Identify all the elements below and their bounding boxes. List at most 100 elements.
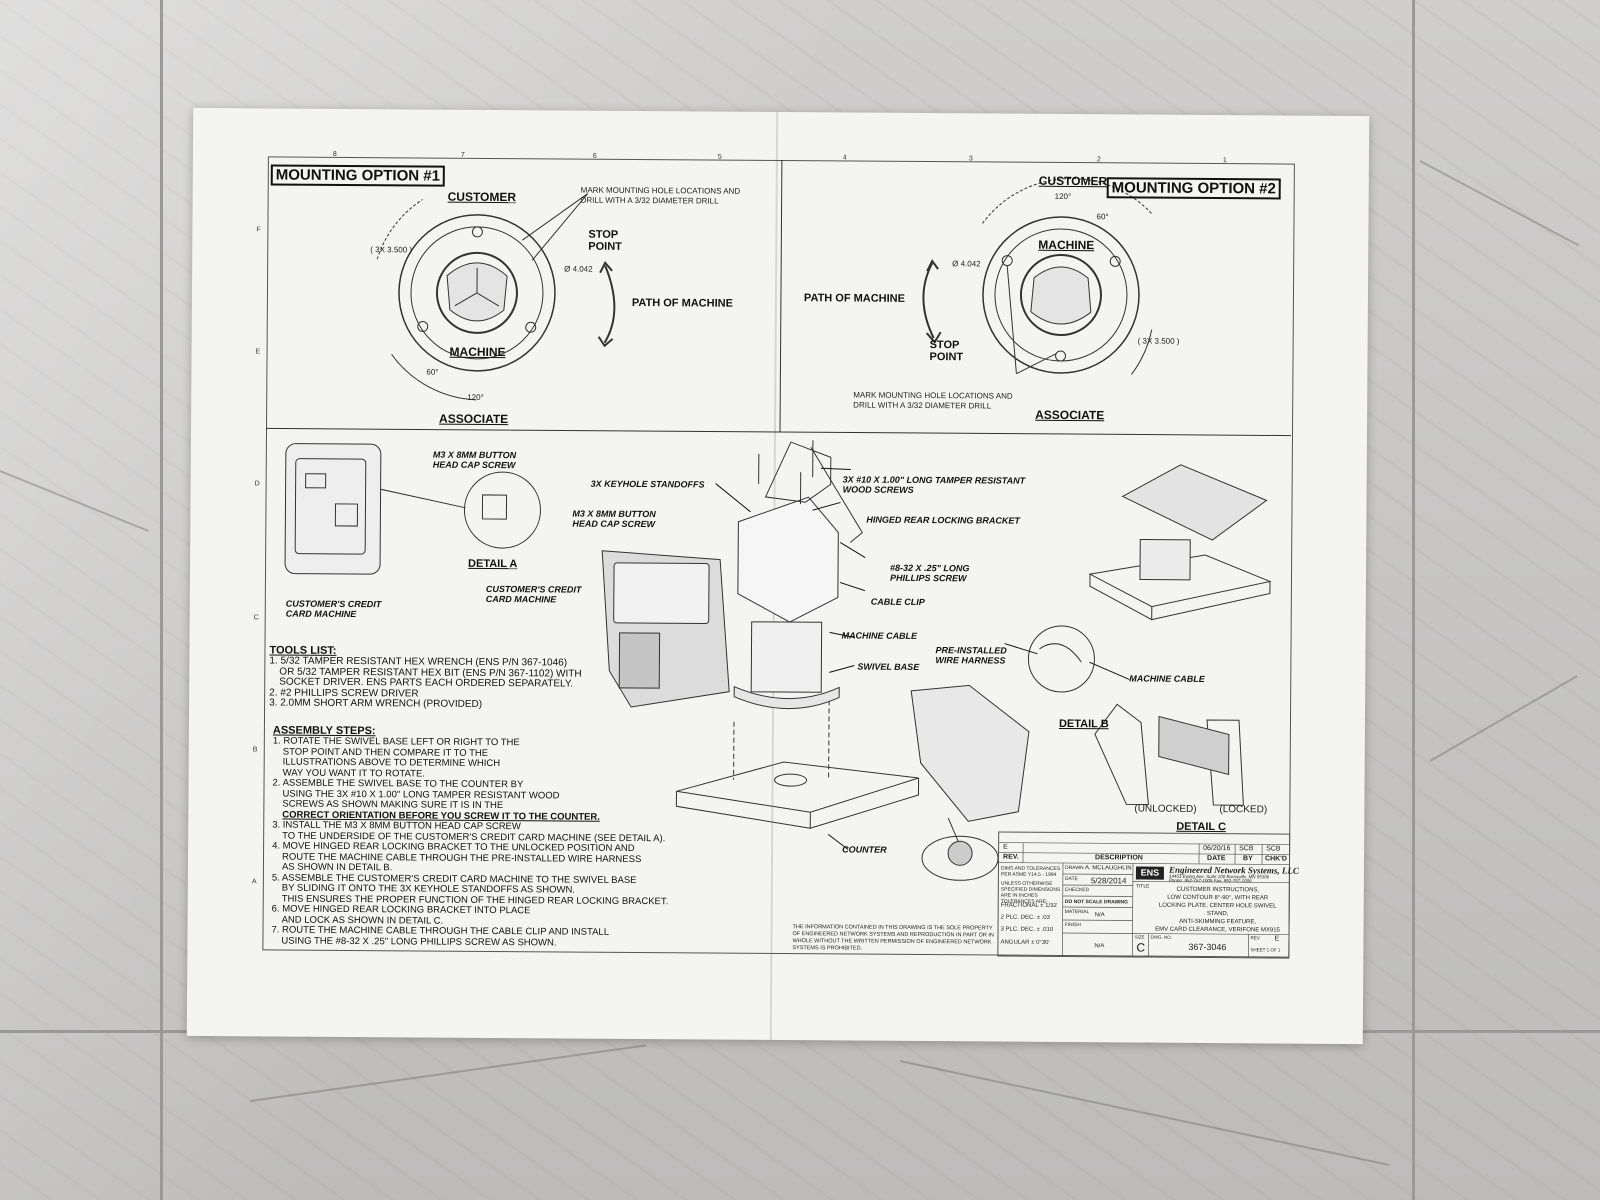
- option2-angle-60: 60°: [1096, 212, 1109, 222]
- rev-label: REV.: [1250, 935, 1261, 941]
- proprietary-notice: THE INFORMATION CONTAINED IN THIS DRAWIN…: [792, 924, 994, 952]
- title-line: EMV CARD CLEARANCE, VERIFONE MX915: [1155, 926, 1280, 934]
- callout-counter: COUNTER: [842, 844, 887, 855]
- callout-customer-cc: CUSTOMER'S CREDIT CARD MACHINE: [285, 598, 382, 620]
- title-block-grid: [999, 842, 1290, 958]
- locked-label: (LOCKED): [1219, 804, 1268, 816]
- tile-grout-v2: [1412, 0, 1415, 1200]
- detail-c-label: DETAIL C: [1176, 820, 1227, 834]
- do-not-scale: DO NOT SCALE DRAWING: [1064, 899, 1129, 906]
- path-arrow-1: [597, 261, 616, 348]
- dwg-number: 367-3046: [1188, 941, 1227, 953]
- option1-angle-60: 60°: [426, 367, 439, 377]
- hdr-desc: DESCRIPTION: [1095, 854, 1143, 862]
- option2-diameter: Ø 4.042: [952, 259, 981, 269]
- material-label: MATERIAL: [1064, 909, 1090, 916]
- swivel-base-top-view-2: [982, 178, 1153, 375]
- size-value: C: [1136, 940, 1146, 955]
- callout-m3-detail: M3 X 8MM BUTTON HEAD CAP SCREW: [432, 449, 517, 471]
- main-stand-illustration: [733, 440, 863, 710]
- checked-label: CHECKED: [1064, 887, 1090, 894]
- swivel-base-top-view-1: [376, 193, 589, 401]
- detail-c-illustration: [1094, 703, 1244, 806]
- callout-m3-main: M3 X 8MM BUTTON HEAD CAP SCREW: [572, 508, 656, 530]
- company-phone: Phone: 952-767-1005 Fax: 952-767-1006: [1168, 877, 1252, 884]
- option1-stop-point: STOP POINT: [588, 228, 622, 253]
- hdr-date: DATE: [1207, 855, 1226, 863]
- callout-pre-installed: PRE-INSTALLED WIRE HARNESS: [935, 645, 1007, 666]
- material-value: N/A: [1094, 912, 1105, 919]
- detail-a-label: DETAIL A: [468, 557, 518, 571]
- option1-mark-note: MARK MOUNTING HOLE LOCATIONS AND DRILL W…: [580, 185, 741, 206]
- drawing-title: CUSTOMER INSTRUCTIONS, LOW CONTOUR 8°-90…: [1149, 886, 1287, 935]
- option1-angle-120: 120°: [467, 392, 484, 402]
- hdr-rev: REV.: [1003, 853, 1019, 861]
- hdr-by: BY: [1243, 855, 1253, 863]
- detail-b-illustration: [910, 625, 1095, 881]
- leader-lines: [715, 467, 1130, 850]
- option2-path: PATH OF MACHINE: [803, 292, 906, 305]
- callout-keyhole: 3X KEYHOLE STANDOFFS: [590, 478, 705, 490]
- assembly-steps: 1. ROTATE THE SWIVEL BASE LEFT OR RIGHT …: [271, 735, 669, 949]
- finish-label: FINISH: [1064, 922, 1081, 929]
- card-terminal-illustration: [601, 550, 730, 708]
- drawn-date: 5/28/2014: [1090, 876, 1127, 886]
- top-right-illustration: [1088, 464, 1272, 776]
- callout-machine-cable: MACHINE CABLE: [841, 630, 918, 641]
- ens-logo: ENS: [1135, 866, 1164, 880]
- dims-note: DIMS AND TOLERANCES PER ASME Y14.5 - 199…: [1000, 865, 1061, 878]
- callout-phillips-screw: #8-32 X .25" LONG PHILLIPS SCREW: [889, 562, 970, 584]
- callout-wood-screws: 3X #10 X 1.00" LONG TAMPER RESISTANT WOO…: [842, 474, 1026, 495]
- path-arrow-2: [922, 259, 942, 344]
- tools-line: 3. 2.0MM SHORT ARM WRENCH (PROVIDED): [269, 697, 483, 710]
- rev-value: E: [1274, 935, 1280, 943]
- title-line: LOCKING PLATE, CENTER HOLE SWIVEL STAND,: [1158, 902, 1277, 918]
- instruction-sheet: 8 7 6 5 4 3 2 1 F E D C B A: [186, 107, 1370, 1045]
- option1-customer: CUSTOMER: [447, 189, 517, 205]
- size-label: SIZE: [1134, 934, 1145, 940]
- title-label: TITLE: [1135, 883, 1150, 890]
- rev-by: SCB: [1239, 845, 1254, 853]
- option1-machine: MACHINE: [449, 344, 506, 360]
- option1-associate: ASSOCIATE: [439, 411, 509, 427]
- option1-path: PATH OF MACHINE: [631, 296, 733, 310]
- option1-diameter: Ø 4.042: [564, 264, 593, 274]
- callout-hinged-bracket: HINGED REAR LOCKING BRACKET: [866, 514, 1020, 526]
- detail-a-illustration: [284, 443, 541, 575]
- tol-fractional: FRACTIONAL ± 1/32: [1000, 902, 1057, 909]
- tile-grout-v1: [160, 0, 163, 1200]
- dwg-label: DWG. NO.: [1150, 934, 1173, 940]
- rev-letter: E: [1003, 843, 1008, 851]
- unless-note: UNLESS OTHERWISE SPECIFIED DIMENSIONS AR…: [1000, 880, 1061, 905]
- drawn-by: A. MCLAUGHLIN: [1084, 865, 1132, 872]
- callout-swivel-base: SWIVEL BASE: [857, 661, 920, 672]
- callout-cc-machine: CUSTOMER'S CREDIT CARD MACHINE: [485, 583, 582, 605]
- finish-value: N/A: [1094, 943, 1105, 950]
- option2-title: MOUNTING OPTION #2: [1106, 177, 1281, 200]
- tol-2plc: 2 PLC. DEC. ± .03: [1000, 914, 1050, 921]
- option1-dim-3x: ( 3X 3.500 ): [370, 245, 413, 255]
- option1-title: MOUNTING OPTION #1: [270, 164, 446, 187]
- counter-slab: [675, 692, 920, 829]
- rev-date: 06/20/16: [1203, 844, 1231, 853]
- option2-machine: MACHINE: [1038, 237, 1095, 253]
- hdr-chkd: CHK'D: [1265, 855, 1287, 863]
- detail-b-label: DETAIL B: [1058, 717, 1109, 731]
- option2-stop-point: STOP POINT: [929, 339, 964, 364]
- callout-machine-cable-2: MACHINE CABLE: [1129, 673, 1205, 684]
- option2-customer: CUSTOMER: [1038, 173, 1108, 189]
- option2-associate: ASSOCIATE: [1035, 407, 1105, 423]
- option2-angle-120: 120°: [1054, 191, 1072, 202]
- unlocked-label: (UNLOCKED): [1134, 803, 1197, 815]
- sheet-count: SHEET 1 OF 1: [1250, 947, 1281, 953]
- drawing-linework: [266, 160, 1291, 881]
- date-label: DATE: [1064, 876, 1078, 883]
- option2-mark-note: MARK MOUNTING HOLE LOCATIONS AND DRILL W…: [853, 390, 1013, 411]
- rev-chkd: SCB: [1266, 845, 1281, 853]
- drawn-label: DRAWN: [1064, 865, 1084, 872]
- option2-dim-3x: ( 3X 3.500 ): [1137, 336, 1180, 346]
- callout-cable-clip: CABLE CLIP: [870, 596, 925, 608]
- tol-3plc: 3 PLC. DEC. ± .010: [1000, 926, 1054, 933]
- tools-list: 1. 5/32 TAMPER RESISTANT HEX WRENCH (ENS…: [269, 655, 582, 711]
- title-block: E 06/20/16 SCB SCB REV. DESCRIPTION DATE…: [997, 831, 1299, 959]
